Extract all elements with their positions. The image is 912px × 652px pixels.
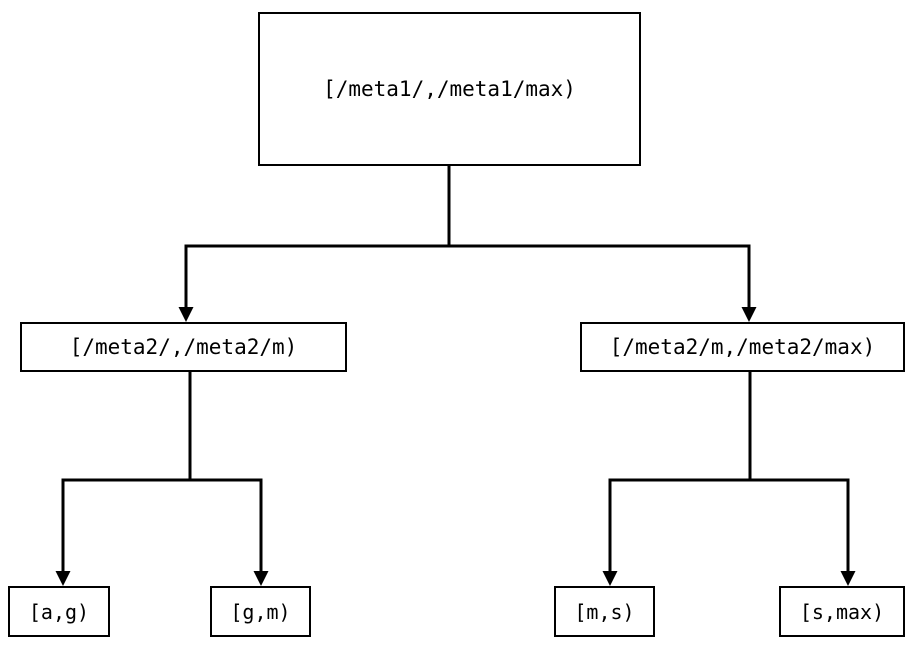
node-mid-right[interactable]: [/meta2/m,/meta2/max) [580,322,905,372]
node-leaf-s-max-label: [s,max) [799,599,885,624]
edge-mid-left-to-leaf-g-m-arrowhead [253,571,269,586]
edge-mid-left-to-leaf-a-g [55,372,192,586]
node-leaf-g-m[interactable]: [g,m) [210,586,311,637]
node-mid-left-label: [/meta2/,/meta2/m) [69,334,298,359]
edge-mid-left-to-leaf-g-m [188,372,269,586]
node-leaf-a-g[interactable]: [a,g) [8,586,110,637]
node-leaf-a-g-label: [a,g) [28,599,90,624]
edge-mid-right-to-leaf-m-s [602,372,752,586]
edge-mid-left-to-leaf-a-g-arrowhead [55,571,71,586]
edge-mid-right-to-leaf-s-max-arrowhead [840,571,856,586]
node-root-label: [/meta1/,/meta1/max) [323,76,576,101]
node-mid-right-label: [/meta2/m,/meta2/max) [609,334,876,359]
edge-root-to-mid-right-arrowhead [741,307,757,322]
edge-mid-right-to-leaf-m-s-arrowhead [602,571,618,586]
edge-root-to-mid-left [178,166,451,322]
node-leaf-m-s-label: [m,s) [574,599,635,624]
edge-root-to-mid-right [447,166,757,322]
edge-root-to-mid-left-arrowhead [178,307,194,322]
node-leaf-m-s[interactable]: [m,s) [554,586,655,637]
node-root[interactable]: [/meta1/,/meta1/max) [258,12,641,166]
node-leaf-s-max[interactable]: [s,max) [779,586,905,637]
edge-mid-right-to-leaf-s-max [748,372,856,586]
node-mid-left[interactable]: [/meta2/,/meta2/m) [20,322,347,372]
node-leaf-g-m-label: [g,m) [230,599,291,624]
